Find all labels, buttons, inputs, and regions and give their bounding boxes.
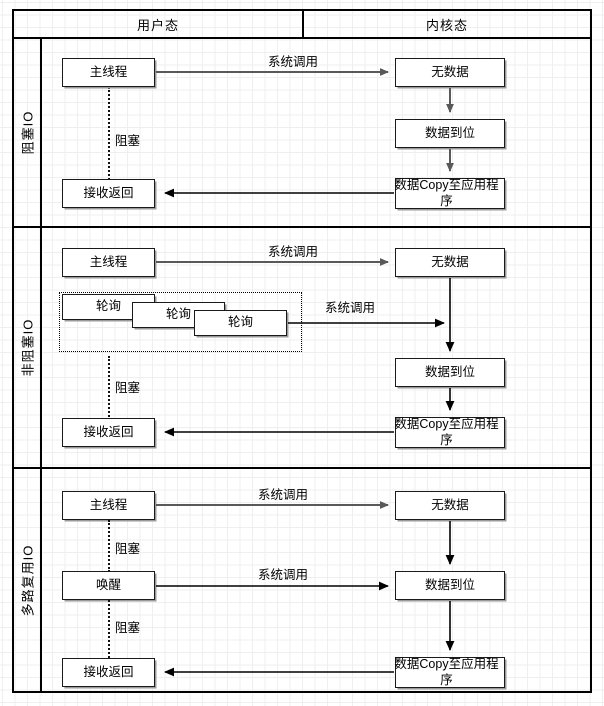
header-kernel-space: 内核态	[425, 17, 468, 33]
lane3-wakeup-label: 唤醒	[95, 577, 121, 592]
lane1-blocked-connector	[108, 87, 110, 180]
lane3-data-copy-box[interactable]: 数据Copy至应用程序	[394, 657, 505, 688]
lane2-blocked-connector	[108, 356, 110, 420]
lane2-receive-return-box[interactable]: 接收返回	[62, 418, 155, 447]
lane1-main-thread-label: 主线程	[89, 64, 128, 79]
lane2-main-thread-box[interactable]: 主线程	[62, 248, 155, 277]
lane-label-multiplexed-io: 多路复用IO	[14, 469, 40, 691]
lane2-data-ready-box[interactable]: 数据到位	[395, 358, 505, 387]
lane3-receive-return-label: 接收返回	[83, 664, 134, 679]
header-column-divider	[302, 9, 304, 37]
lane1-data-copy-label: 数据Copy至应用程序	[394, 177, 499, 208]
lane3-syscall-2-label: 系统调用	[258, 568, 309, 582]
lane3-blocked-connector-1	[108, 520, 110, 572]
lane2-syscall-2-label: 系统调用	[325, 301, 376, 315]
lane2-receive-return-label: 接收返回	[83, 424, 134, 439]
lane-separator-2	[12, 467, 592, 469]
lane-label-blocking-io: 阻塞IO	[14, 39, 40, 225]
lane2-no-data-box[interactable]: 无数据	[395, 248, 505, 277]
lane3-syscall-1-label: 系统调用	[258, 488, 309, 502]
lane-label-blocking-io-text: 阻塞IO	[20, 110, 36, 154]
lane2-poll-1-label: 轮询	[95, 299, 121, 314]
lane2-main-thread-label: 主线程	[89, 254, 128, 269]
lane1-blocked-label: 阻塞	[115, 134, 141, 148]
lane-label-non-blocking-io-text: 非阻塞IO	[20, 318, 36, 376]
lane2-blocked-label: 阻塞	[115, 381, 141, 395]
lane1-syscall-label: 系统调用	[268, 55, 319, 69]
lane3-no-data-label: 无数据	[431, 497, 469, 512]
lane-label-column-divider	[40, 37, 42, 693]
lane1-data-ready-box[interactable]: 数据到位	[395, 119, 505, 148]
lane1-no-data-box[interactable]: 无数据	[395, 58, 505, 87]
lane3-receive-return-box[interactable]: 接收返回	[62, 658, 155, 687]
lane1-data-copy-box[interactable]: 数据Copy至应用程序	[394, 178, 505, 209]
lane1-data-ready-label: 数据到位	[424, 125, 475, 140]
lane3-main-thread-label: 主线程	[89, 497, 128, 512]
lane3-data-ready-label: 数据到位	[424, 577, 475, 592]
lane2-data-copy-label: 数据Copy至应用程序	[394, 416, 499, 447]
lane1-main-thread-box[interactable]: 主线程	[62, 58, 155, 87]
lane-separator-1	[12, 226, 592, 228]
lane2-polling-region	[59, 292, 302, 352]
lane1-no-data-label: 无数据	[431, 64, 469, 79]
lane3-data-ready-box[interactable]: 数据到位	[395, 571, 505, 600]
lane2-data-copy-box[interactable]: 数据Copy至应用程序	[394, 417, 505, 448]
lane1-receive-return-label: 接收返回	[83, 185, 134, 200]
lane3-main-thread-box[interactable]: 主线程	[62, 491, 155, 520]
lane3-data-copy-label: 数据Copy至应用程序	[394, 656, 499, 687]
header-bottom-border	[12, 37, 592, 39]
lane2-no-data-label: 无数据	[431, 254, 469, 269]
lane-label-non-blocking-io: 非阻塞IO	[14, 228, 40, 466]
header-user-space: 用户态	[136, 17, 179, 33]
lane3-no-data-box[interactable]: 无数据	[395, 491, 505, 520]
lane2-syscall-1-label: 系统调用	[268, 245, 319, 259]
lane3-blocked-1-label: 阻塞	[115, 542, 141, 556]
lane2-poll-3-box[interactable]: 轮询	[194, 310, 287, 336]
lane3-blocked-connector-2	[108, 600, 110, 658]
lane3-blocked-2-label: 阻塞	[115, 621, 141, 635]
lane1-receive-return-box[interactable]: 接收返回	[62, 179, 155, 208]
lane2-poll-3-label: 轮询	[227, 315, 253, 330]
lane-label-multiplexed-io-text: 多路复用IO	[20, 544, 36, 616]
lane2-poll-2-label: 轮询	[165, 307, 191, 322]
lane2-data-ready-label: 数据到位	[424, 364, 475, 379]
lane3-wakeup-box[interactable]: 唤醒	[62, 571, 155, 600]
